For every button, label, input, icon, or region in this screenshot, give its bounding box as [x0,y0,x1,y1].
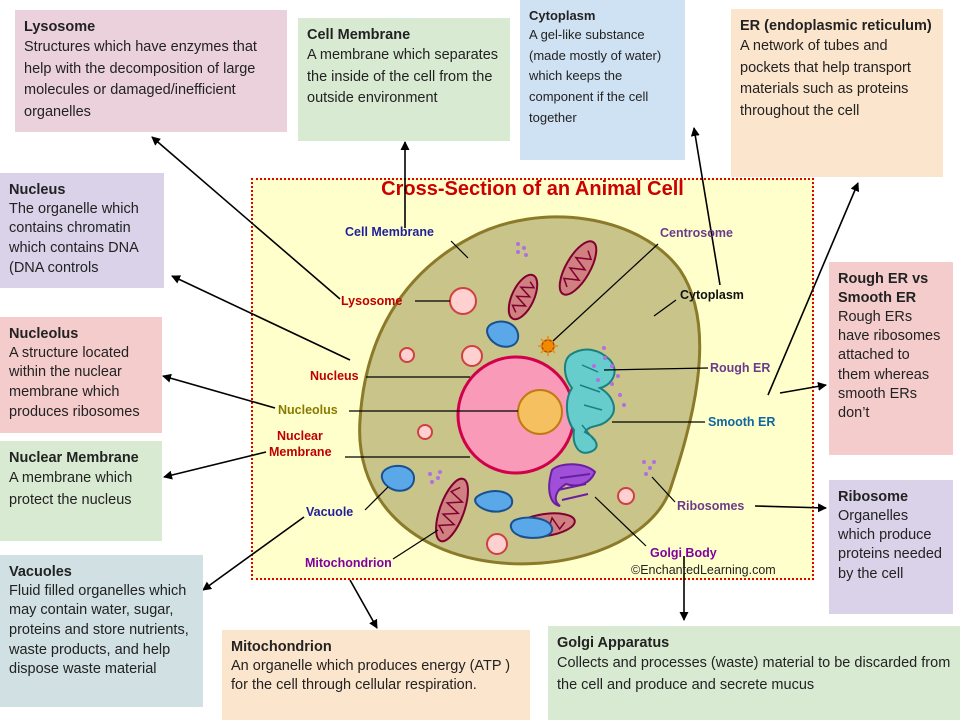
label-cell-membrane: Cell Membrane [345,225,434,239]
note-er: ER (endoplasmic reticulum) A network of … [731,9,943,177]
label-lysosome: Lysosome [341,294,403,308]
note-vacuoles: Vacuoles Fluid filled organelles which m… [0,555,203,707]
note-title: Cytoplasm [529,8,596,23]
note-title: Vacuoles [9,564,72,580]
label-nuclear-line2: Membrane [269,445,332,459]
nucleolus-shape [517,389,563,435]
note-title: Rough ER vs Smooth ER [838,271,929,306]
label-ribosomes: Ribosomes [677,499,745,513]
vacuole-shape-1 [486,320,520,348]
label-centrosome: Centrosome [660,226,733,240]
note-ribosome: Ribosome Organelles which produce protei… [829,480,953,614]
note-title: Cell Membrane [307,27,411,43]
note-lysosome: Lysosome Structures which have enzymes t… [15,10,287,132]
note-rough-smooth-er: Rough ER vs Smooth ER Rough ERs have rib… [829,262,953,455]
label-cytoplasm: Cytoplasm [680,288,744,302]
mitochondrion-shape-3 [435,477,469,543]
er-shape [564,346,626,454]
note-body: A gel-like substance (made mostly of wat… [529,26,662,126]
mitochondrion-shape-2 [507,273,539,321]
note-title: Golgi Apparatus [557,635,670,651]
label-mitochondrion: Mitochondrion [305,556,392,570]
label-vacuole: Vacuole [306,505,354,519]
note-cytoplasm: Cytoplasm A gel-like substance (made mos… [520,0,685,160]
note-body: A membrane which separates the inside of… [307,46,499,107]
golgi-shape [548,463,597,507]
note-title: Lysosome [24,19,96,35]
label-nuclear-line1: Nuclear [277,429,323,443]
note-cell-membrane: Cell Membrane A membrane which separates… [298,18,510,141]
label-rough-er: Rough ER [710,361,771,375]
note-body: A structure located within the nuclear m… [9,344,140,420]
note-title: Mitochondrion [231,639,332,655]
note-nucleus: Nucleus The organelle which contains chr… [0,173,164,288]
note-nucleolus: Nucleolus A structure located within the… [0,317,162,433]
ribosome-dots [428,242,656,484]
note-body: A network of tubes and pockets that help… [740,37,911,120]
label-nucleus: Nucleus [310,369,359,383]
note-body: Collects and processes (waste) material … [557,654,951,693]
copyright-text: ©EnchantedLearning.com [631,563,776,577]
note-body: Organelles which produce proteins needed… [838,507,942,582]
label-nucleolus: Nucleolus [278,403,338,417]
note-title: Nuclear Membrane [9,450,139,466]
mitochondrion-shape-1 [558,240,598,296]
note-mitochondrion: Mitochondrion An organelle which produce… [222,630,530,720]
vacuole-shape-3 [474,490,514,513]
note-title: Nucleolus [9,326,79,342]
note-body: Rough ERs have ribosomes attached to the… [838,308,941,422]
note-body: Structures which have enzymes that help … [24,38,257,121]
label-golgi-body: Golgi Body [650,546,717,560]
note-title: Ribosome [838,489,909,505]
note-nuclear-membrane: Nuclear Membrane A membrane which protec… [0,441,162,541]
label-smooth-er: Smooth ER [708,415,776,429]
note-title: ER (endoplasmic reticulum) [740,18,932,34]
note-body: Fluid filled organelles which may contai… [9,582,189,678]
note-title: Nucleus [9,182,66,198]
diagram-title: Cross-Section of an Animal Cell [381,178,684,200]
note-golgi-apparatus: Golgi Apparatus Collects and processes (… [548,626,960,720]
note-body: The organelle which contains chromatin w… [9,200,139,276]
lysosome-shape [449,287,477,315]
note-body: A membrane which protect the nucleus [9,469,133,508]
vacuole-shape-2 [380,464,416,492]
note-body: An organelle which produces energy (ATP … [231,657,511,694]
centrosome-shape [538,336,558,356]
